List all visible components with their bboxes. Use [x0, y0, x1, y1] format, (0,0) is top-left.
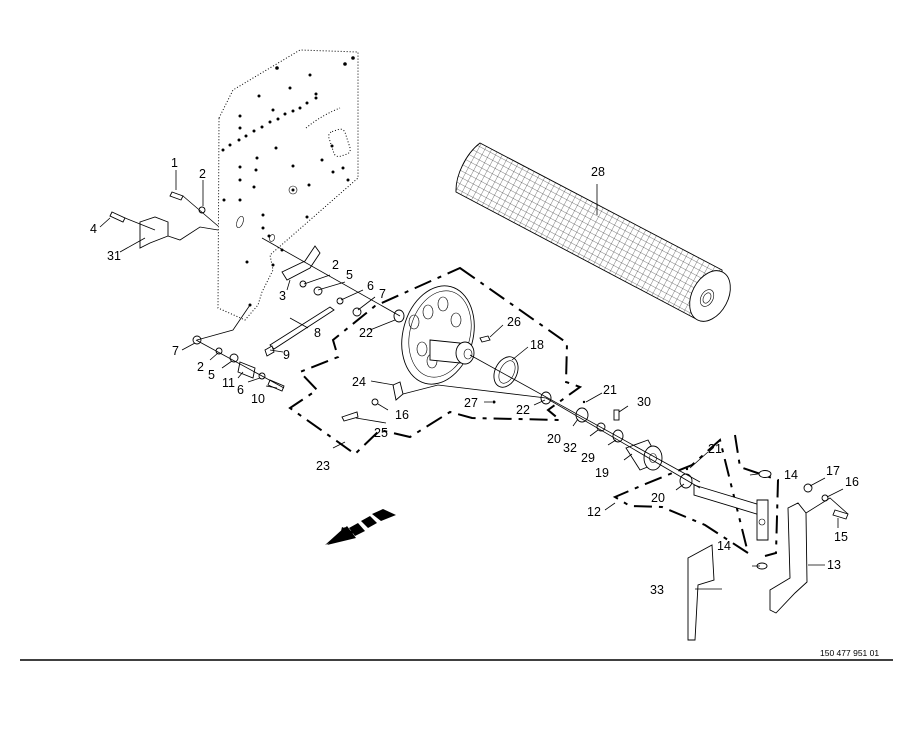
callout-2: 2 — [199, 167, 206, 181]
callout-23: 23 — [316, 459, 330, 473]
callout-6: 6 — [367, 279, 374, 293]
callout-10: 10 — [251, 392, 265, 406]
callout-21: 21 — [708, 442, 722, 456]
callout-9: 9 — [283, 348, 290, 362]
callout-16: 16 — [395, 408, 409, 422]
ring-18 — [493, 356, 519, 388]
callout-15: 15 — [834, 530, 848, 544]
callout-26: 26 — [507, 315, 521, 329]
callout-17: 17 — [826, 464, 840, 478]
pulley-wheel — [401, 285, 475, 385]
callout-14: 14 — [717, 539, 731, 553]
travel-direction-arrow-icon — [325, 509, 396, 545]
net-roll — [455, 142, 731, 322]
callout-19: 19 — [595, 466, 609, 480]
callout-8: 8 — [314, 326, 321, 340]
assembly-group-12 — [612, 434, 780, 557]
callout-16: 16 — [845, 475, 859, 489]
callout-28: 28 — [591, 165, 605, 179]
side-panel — [217, 49, 359, 321]
callout-18: 18 — [530, 338, 544, 352]
callout-4: 4 — [90, 222, 97, 236]
assembly-group-23 — [288, 266, 583, 456]
callout-2: 2 — [197, 360, 204, 374]
callout-20: 20 — [547, 432, 561, 446]
callout-5: 5 — [346, 268, 353, 282]
callout-24: 24 — [352, 375, 366, 389]
callout-13: 13 — [827, 558, 841, 572]
callout-1: 1 — [171, 156, 178, 170]
callout-7: 7 — [379, 287, 386, 301]
callout-30: 30 — [637, 395, 651, 409]
callout-2: 2 — [332, 258, 339, 272]
callout-5: 5 — [208, 368, 215, 382]
drawing-number: 150 477 951 01 — [820, 648, 879, 658]
callout-6: 6 — [237, 383, 244, 397]
callout-22: 22 — [359, 326, 373, 340]
callout-3: 3 — [279, 289, 286, 303]
callout-27: 27 — [464, 396, 478, 410]
hardware-parts — [109, 191, 849, 641]
callout-21: 21 — [603, 383, 617, 397]
callout-22: 22 — [516, 403, 530, 417]
callout-29: 29 — [581, 451, 595, 465]
callout-32: 32 — [563, 441, 577, 455]
callout-labels: 1 2 4 31 3 2 5 6 7 8 9 22 7 2 5 11 6 10 … — [90, 156, 859, 597]
leader-lines — [99, 170, 849, 590]
callout-12: 12 — [587, 505, 601, 519]
callout-20: 20 — [651, 491, 665, 505]
callout-14: 14 — [784, 468, 798, 482]
callout-33: 33 — [650, 583, 664, 597]
callout-11: 11 — [222, 376, 235, 390]
callout-25: 25 — [374, 426, 388, 440]
callout-7: 7 — [172, 344, 179, 358]
callout-31: 31 — [107, 249, 121, 263]
